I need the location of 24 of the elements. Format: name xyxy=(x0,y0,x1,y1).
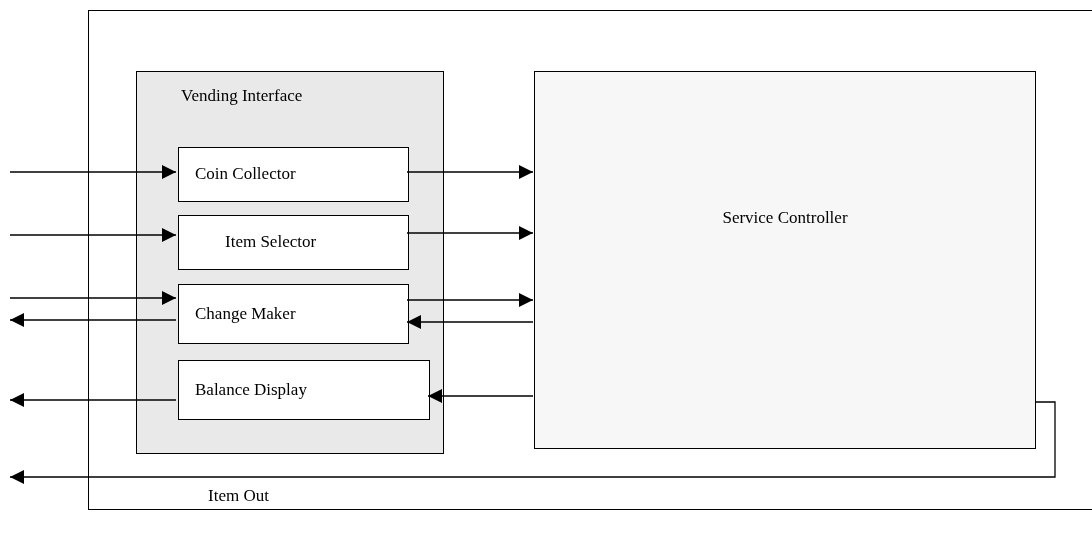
component-box xyxy=(178,215,409,270)
component-box xyxy=(178,284,409,344)
arrow xyxy=(9,401,1056,484)
arrow xyxy=(9,165,177,179)
box-label: Coin Collector xyxy=(195,164,296,185)
arrow xyxy=(9,291,177,305)
system-boundary-box xyxy=(88,10,1092,510)
arrow xyxy=(406,293,534,307)
arrow xyxy=(427,389,534,403)
component-box xyxy=(178,147,409,202)
arrow xyxy=(406,315,534,329)
arrow xyxy=(9,313,177,327)
arrow xyxy=(406,226,534,240)
box-label: Change Maker xyxy=(195,303,296,325)
component-box xyxy=(178,360,430,420)
arrow xyxy=(406,165,534,179)
box-label: Balance Display xyxy=(195,379,307,401)
controller-box xyxy=(534,71,1036,449)
group-box xyxy=(136,71,444,454)
box-label: Service Controller xyxy=(722,208,848,229)
arrow xyxy=(9,228,177,242)
box-label: Vending Interface xyxy=(181,86,303,107)
box-label: Item Selector xyxy=(225,232,317,253)
arrow xyxy=(9,393,177,407)
